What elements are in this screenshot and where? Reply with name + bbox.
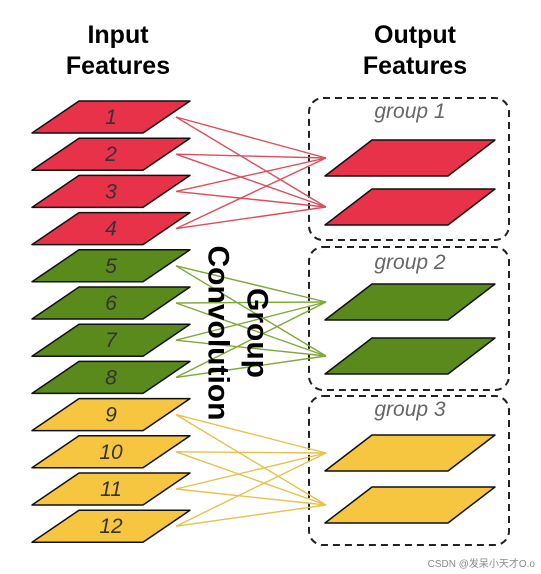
output-layer-group1-2 <box>324 188 496 226</box>
input-layer-label-9: 9 <box>105 404 117 427</box>
connection-line-4-group1-out1 <box>175 157 327 230</box>
input-layer-label-1: 1 <box>105 106 117 129</box>
output-layer-group3-2 <box>324 486 496 524</box>
input-layer-11 <box>31 472 191 506</box>
input-layer-2 <box>31 137 191 171</box>
input-layer-label-11: 11 <box>100 478 122 501</box>
input-layer-5 <box>31 249 191 283</box>
connection-line-9-group3-out2 <box>175 414 327 506</box>
group-boxes: group 1 group 2 group 3 <box>308 97 510 546</box>
connection-line-11-group3-out1 <box>175 452 327 490</box>
group-box-2 <box>308 246 510 391</box>
output-layer-group1-1 <box>324 139 496 177</box>
input-layer-4 <box>31 211 191 246</box>
connection-line-8-group2-out2 <box>175 355 327 379</box>
connection-line-10-group3-out2 <box>175 451 327 506</box>
center-label-line-2: Convolution <box>202 246 235 421</box>
input-layer-7 <box>31 323 191 357</box>
connection-line-6-group2-out1 <box>175 301 327 304</box>
watermark: CSDN @发呆小天才O.o <box>427 559 535 570</box>
connection-line-12-group3-out1 <box>175 452 327 527</box>
connection-lines <box>175 116 327 527</box>
output-features-heading: Output Features <box>340 20 490 82</box>
connection-line-1-group1-out1 <box>175 116 327 159</box>
connection-line-3-group1-out1 <box>175 157 327 193</box>
group-label-2: group 2 <box>374 251 446 274</box>
connection-line-11-group3-out2 <box>175 488 327 506</box>
input-heading-line-2: Features <box>65 52 171 80</box>
input-layer-label-8: 8 <box>105 366 117 389</box>
input-layer-3 <box>31 174 191 209</box>
input-layer-8 <box>31 360 191 395</box>
output-layer-group2-2 <box>324 337 496 375</box>
connection-line-5-group2-out2 <box>175 265 327 357</box>
input-layer-label-4: 4 <box>105 218 117 241</box>
connection-line-8-group2-out1 <box>175 301 327 379</box>
input-layer-label-3: 3 <box>105 180 117 203</box>
group-label-3: group 3 <box>374 398 446 421</box>
group-label-1: group 1 <box>374 100 445 123</box>
connection-line-6-group2-out2 <box>175 302 327 357</box>
connection-line-1-group1-out2 <box>175 116 327 208</box>
input-layer-10 <box>31 435 191 469</box>
group-box-1 <box>308 97 510 241</box>
input-features-heading: Input Features <box>48 20 188 82</box>
connection-line-9-group3-out1 <box>175 413 327 454</box>
connection-line-3-group1-out2 <box>175 190 327 208</box>
connection-line-5-group2-out1 <box>175 265 327 303</box>
group-box-3 <box>308 395 510 546</box>
input-layer-label-6: 6 <box>105 292 117 315</box>
input-layer-label-5: 5 <box>105 255 117 278</box>
input-layer-12 <box>31 509 191 543</box>
connection-line-7-group2-out1 <box>175 301 327 341</box>
input-layer-1 <box>31 100 191 134</box>
center-label-line-1: Group <box>241 288 274 378</box>
connection-line-7-group2-out2 <box>175 339 327 357</box>
output-heading-line-1: Output <box>374 21 456 49</box>
connection-line-2-group1-out2 <box>175 153 327 208</box>
connection-line-12-group3-out2 <box>175 504 327 527</box>
input-heading-line-1: Input <box>87 21 149 49</box>
connection-line-4-group1-out2 <box>175 206 327 230</box>
output-layer-group3-1 <box>324 434 496 472</box>
center-label-text: GroupConvolution <box>202 246 274 421</box>
center-label: GroupConvolution <box>202 246 274 421</box>
input-layer-label-10: 10 <box>99 441 123 464</box>
output-layers <box>324 139 496 524</box>
connection-line-2-group1-out1 <box>175 153 327 159</box>
output-layer-group2-1 <box>324 283 496 321</box>
input-layer-label-7: 7 <box>105 329 118 352</box>
input-layer-label-12: 12 <box>99 515 123 538</box>
input-layer-label-2: 2 <box>104 143 117 166</box>
output-heading-line-2: Features <box>362 52 468 80</box>
connection-line-10-group3-out1 <box>175 451 327 454</box>
input-layer-6 <box>31 286 191 320</box>
input-layer-9 <box>31 397 191 432</box>
